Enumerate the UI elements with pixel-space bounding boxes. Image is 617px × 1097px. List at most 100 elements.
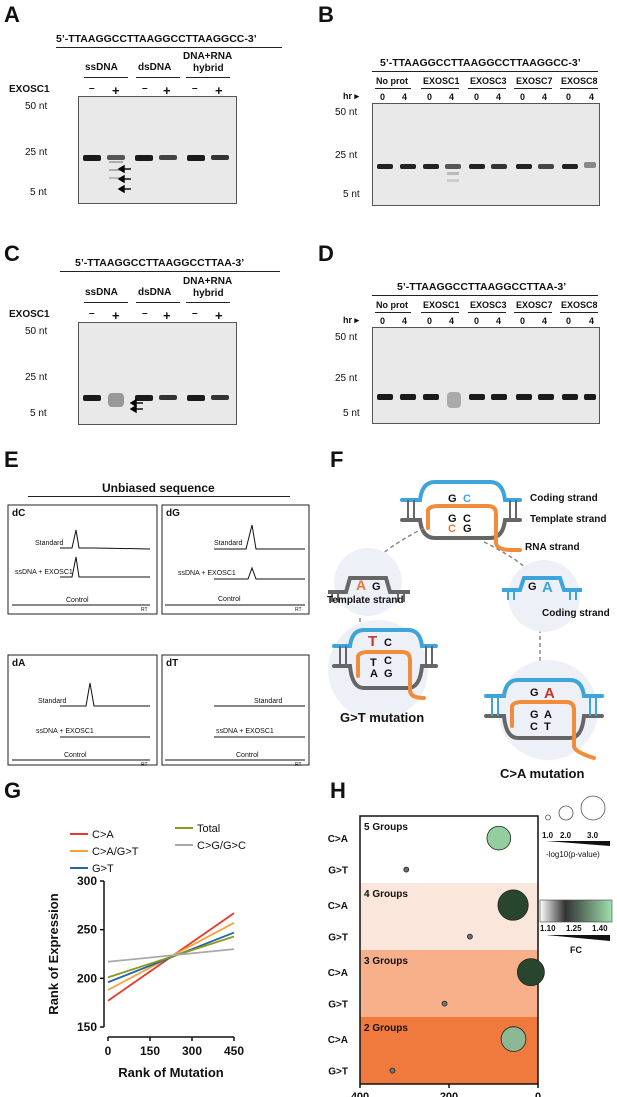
x-tick-label: 200 bbox=[440, 1091, 458, 1097]
marker-5: 5 nt bbox=[343, 189, 360, 200]
x-axis-label: Rank of Mutation bbox=[118, 1065, 223, 1080]
group-label: 4 Groups bbox=[364, 889, 408, 900]
size-legend-tick: 2.0 bbox=[560, 831, 572, 840]
label-coding-strand-2: Coding strand bbox=[542, 608, 610, 619]
marker-50: 50 nt bbox=[25, 326, 48, 337]
sign: + bbox=[112, 83, 120, 98]
group-ssdna: ssDNA bbox=[85, 62, 118, 73]
panel-label-c: C bbox=[4, 241, 20, 266]
label-ca-mutation: C>A mutation bbox=[500, 766, 585, 781]
legend-label: C>A bbox=[92, 829, 114, 841]
sign: – bbox=[89, 308, 95, 319]
panel-label-f: F bbox=[330, 447, 344, 472]
svg-text:A: A bbox=[370, 668, 378, 680]
time: 4 bbox=[542, 92, 548, 102]
panel-label-g: G bbox=[4, 778, 22, 803]
svg-text:A: A bbox=[542, 579, 553, 596]
svg-text:G: G bbox=[372, 581, 381, 593]
group-label: 3 Groups bbox=[364, 956, 408, 967]
trace-ssdna: ssDNA + EXOSC1 bbox=[15, 569, 73, 576]
size-legend-wedge bbox=[546, 841, 610, 846]
row-label: G>T bbox=[328, 866, 348, 877]
sign: – bbox=[142, 308, 148, 319]
time: 4 bbox=[496, 92, 502, 102]
sign: – bbox=[192, 308, 198, 319]
time: 0 bbox=[380, 92, 386, 102]
series-line-total bbox=[107, 935, 235, 979]
group-no-prot: No prot bbox=[376, 300, 408, 310]
panel-label-e: E bbox=[4, 447, 19, 472]
group-band bbox=[360, 950, 538, 1017]
row-label-hr: hr ▸ bbox=[343, 315, 360, 325]
trace-control: Control bbox=[64, 752, 87, 759]
time: 4 bbox=[449, 316, 455, 326]
svg-text:C: C bbox=[384, 655, 392, 667]
group-label: 2 Groups bbox=[364, 1023, 408, 1034]
legend-label: G>T bbox=[92, 863, 114, 875]
svg-text:C: C bbox=[384, 637, 392, 649]
size-legend-circle bbox=[558, 805, 574, 821]
group-exosc1: EXOSC1 bbox=[423, 300, 460, 310]
y-tick-label: 150 bbox=[77, 1020, 97, 1034]
x-tick-label: 0 bbox=[535, 1091, 541, 1097]
panel-label-b: B bbox=[318, 2, 334, 27]
sign: + bbox=[163, 83, 171, 98]
group-dsdna: dsDNA bbox=[138, 62, 172, 73]
sign: + bbox=[215, 83, 223, 98]
transcription-diagram: G C G C C G A G G A bbox=[328, 480, 604, 760]
trace-ssdna: ssDNA + EXOSC1 bbox=[36, 728, 94, 735]
label-template-strand-2: Template strand bbox=[327, 595, 404, 606]
legend-label: C>A/G>T bbox=[92, 846, 139, 858]
trace-standard: Standard bbox=[254, 698, 283, 705]
marker-25: 25 nt bbox=[25, 147, 48, 158]
rt-label: RT bbox=[141, 607, 148, 613]
x-tick-label: 150 bbox=[140, 1044, 160, 1058]
row-label: C>A bbox=[328, 1035, 348, 1046]
bubble-point bbox=[441, 1000, 448, 1007]
box-dt: dT bbox=[166, 658, 179, 669]
group-hybrid: DNA+RNA bbox=[183, 51, 233, 62]
group-hybrid: DNA+RNA bbox=[183, 276, 233, 287]
y-tick-label: 200 bbox=[77, 971, 97, 985]
marker-5: 5 nt bbox=[30, 187, 47, 198]
bubble-point bbox=[403, 866, 410, 873]
time: 0 bbox=[427, 92, 433, 102]
series-line-cggc bbox=[107, 948, 235, 963]
y-tick-label: 300 bbox=[77, 874, 97, 888]
legend-label: Total bbox=[197, 823, 220, 835]
bubble-point bbox=[500, 1026, 527, 1052]
x-tick-label: 450 bbox=[224, 1044, 244, 1058]
svg-text:G: G bbox=[530, 687, 539, 699]
gel-c bbox=[78, 322, 237, 425]
row-label: C>A bbox=[328, 834, 348, 845]
group-no-prot: No prot bbox=[376, 76, 408, 86]
marker-25: 25 nt bbox=[335, 150, 358, 161]
unbiased-title: Unbiased sequence bbox=[102, 481, 215, 495]
trace-control: Control bbox=[66, 597, 89, 604]
group-exosc8: EXOSC8 bbox=[561, 300, 598, 310]
row-label-exosc1: EXOSC1 bbox=[9, 84, 50, 95]
group-exosc3: EXOSC3 bbox=[470, 76, 507, 86]
bubble-point bbox=[497, 889, 529, 921]
svg-text:C: C bbox=[463, 493, 471, 505]
time: 0 bbox=[520, 92, 526, 102]
time: 4 bbox=[402, 92, 408, 102]
size-legend-circle bbox=[580, 795, 606, 821]
svg-text:G: G bbox=[530, 709, 539, 721]
box-dc: dC bbox=[12, 508, 26, 519]
sign: + bbox=[215, 308, 223, 323]
fc-tick: 1.10 bbox=[540, 924, 556, 933]
time: 4 bbox=[402, 316, 408, 326]
size-legend-tick: 3.0 bbox=[587, 831, 599, 840]
sign: – bbox=[89, 83, 95, 94]
sign: + bbox=[163, 308, 171, 323]
panel-label-h: H bbox=[330, 778, 346, 803]
group-exosc1: EXOSC1 bbox=[423, 76, 460, 86]
svg-text:C: C bbox=[530, 721, 538, 733]
group-exosc8: EXOSC8 bbox=[561, 76, 598, 86]
trace-control: Control bbox=[218, 596, 241, 603]
box-da: dA bbox=[12, 658, 26, 669]
marker-25: 25 nt bbox=[335, 373, 358, 384]
